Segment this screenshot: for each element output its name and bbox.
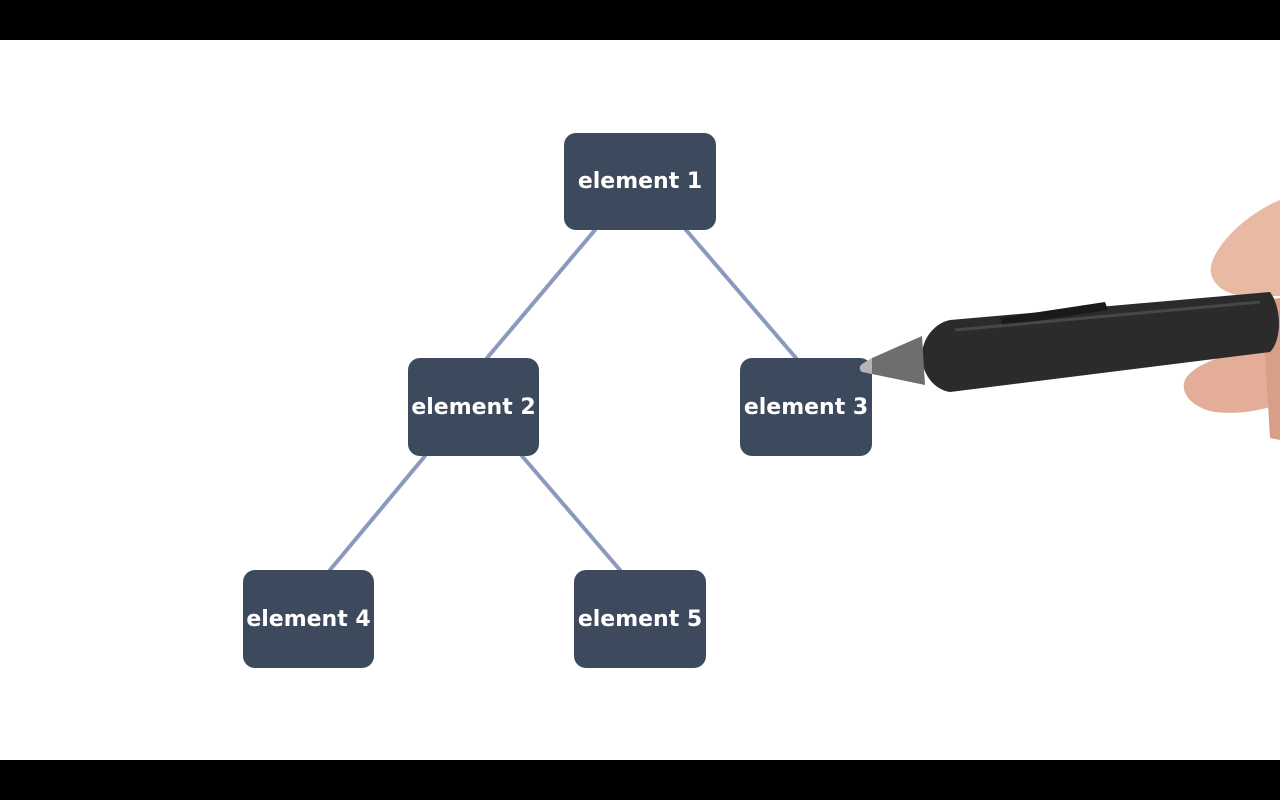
edge-element1-element3 [684,228,798,360]
node-label: element 5 [577,606,703,632]
node-element-1[interactable]: element 1 [564,133,716,230]
node-element-3[interactable]: element 3 [740,358,872,456]
edge-element2-element4 [328,454,427,572]
node-label: element 3 [743,394,869,420]
node-label: element 1 [577,169,703,194]
node-label: element 4 [246,606,371,632]
letterbox-bottom [0,760,1280,800]
letterbox-top [0,0,1280,40]
edge-element1-element2 [485,228,597,360]
node-element-2[interactable]: element 2 [408,358,539,456]
node-element-5[interactable]: element 5 [574,570,706,668]
node-element-4[interactable]: element 4 [243,570,374,668]
edge-element2-element5 [520,454,622,572]
node-label: element 2 [411,394,536,420]
tree-edges [328,228,798,572]
diagram-canvas: element 1 element 2 element 3 element 4 … [0,40,1280,760]
